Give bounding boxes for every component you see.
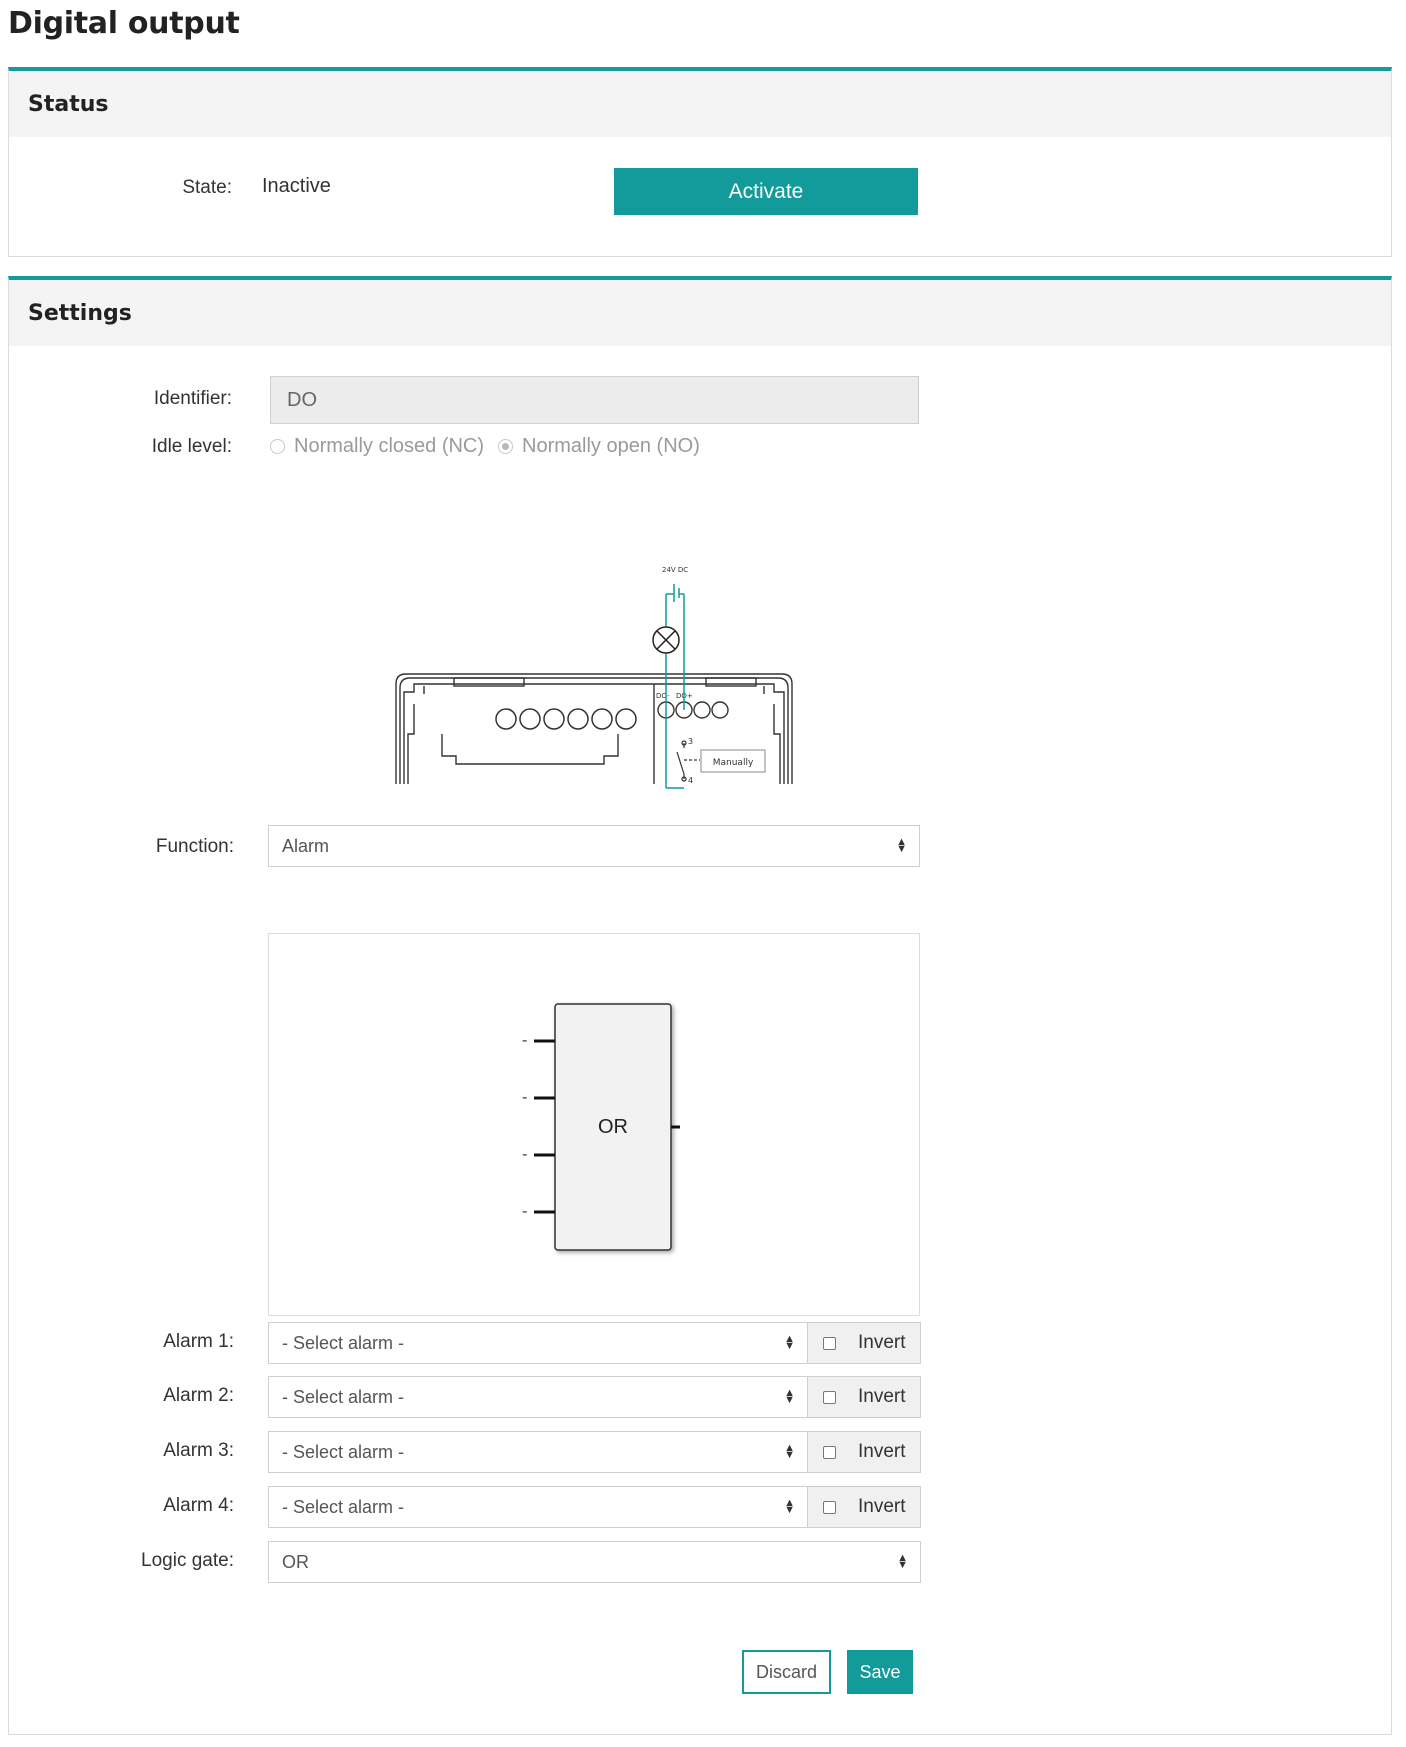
state-label: State: [182, 177, 232, 198]
discard-button[interactable]: Discard [742, 1650, 831, 1694]
pin-3-label: 3 [688, 737, 693, 746]
alarm-1-invert-label: Invert [858, 1332, 906, 1353]
alarm-3-select-value: - Select alarm - [282, 1441, 405, 1462]
gate-input-mark-4: - [522, 1202, 527, 1220]
status-panel: Status State: Inactive Activate [8, 67, 1392, 257]
function-label: Function: [155, 836, 234, 857]
radio-normally-open[interactable] [498, 439, 514, 454]
alarm-1-invert: Invert [808, 1322, 921, 1364]
save-button[interactable]: Save [847, 1650, 913, 1694]
settings-panel: Settings Identifier: DO Idle level: Norm… [8, 276, 1392, 1735]
logic-diagram-panel: - - - - OR [268, 933, 920, 1316]
idle-level-radio-group: Normally closed (NC) Normally open (NO) [270, 435, 700, 458]
alarm-4-invert-checkbox[interactable] [823, 1500, 836, 1514]
alarm-3-select[interactable]: - Select alarm - ▲▼ [268, 1431, 808, 1473]
select-arrows-icon: ▲▼ [784, 1442, 795, 1461]
alarm-4-select[interactable]: - Select alarm - ▲▼ [268, 1486, 808, 1528]
logic-gate-label: Logic gate: [141, 1550, 234, 1571]
status-heading: Status [9, 71, 1391, 137]
manual-switch-box [700, 749, 766, 773]
wiring-diagram: DO- DO+ 24V DC [395, 566, 793, 789]
identifier-field[interactable]: DO [270, 376, 919, 424]
logic-gate-diagram: - - - - OR [522, 1003, 680, 1251]
pin-4-label: 4 [688, 776, 693, 785]
logic-gate-select[interactable]: OR ▲▼ [268, 1541, 921, 1583]
alarm-2-invert: Invert [808, 1376, 921, 1418]
alarm-1-label: Alarm 1: [163, 1331, 234, 1352]
do-minus-label: DO- [656, 692, 670, 700]
alarm-3-label: Alarm 3: [163, 1440, 234, 1461]
select-arrows-icon: ▲▼ [784, 1333, 795, 1352]
alarm-1-select-value: - Select alarm - [282, 1332, 405, 1353]
select-arrows-icon: ▲▼ [784, 1497, 795, 1516]
alarm-2-select[interactable]: - Select alarm - ▲▼ [268, 1376, 808, 1418]
radio-normally-closed-label: Normally closed (NC) [294, 435, 485, 457]
radio-normally-open-label: Normally open (NO) [522, 435, 700, 457]
page-title: Digital output [8, 6, 240, 41]
settings-heading: Settings [9, 280, 1391, 346]
function-select[interactable]: Alarm ▲▼ [268, 825, 920, 867]
supply-label: 24V DC [662, 566, 688, 574]
terminal-block-left [495, 708, 637, 730]
alarm-3-invert-checkbox[interactable] [823, 1445, 836, 1459]
gate-input-lines [534, 1039, 555, 1214]
state-value: Inactive [262, 175, 331, 197]
alarm-2-invert-label: Invert [858, 1386, 906, 1407]
alarm-2-invert-checkbox[interactable] [823, 1390, 836, 1404]
select-arrows-icon: ▲▼ [897, 1552, 908, 1571]
alarm-2-label: Alarm 2: [163, 1385, 234, 1406]
activate-button[interactable]: Activate [614, 168, 918, 215]
lamp-icon [652, 626, 680, 654]
select-arrows-icon: ▲▼ [784, 1387, 795, 1406]
or-gate-label: OR [598, 1116, 628, 1138]
idle-level-label: Idle level: [151, 436, 232, 457]
alarm-4-invert: Invert [808, 1486, 921, 1528]
alarm-3-invert-label: Invert [858, 1441, 906, 1462]
alarm-4-label: Alarm 4: [163, 1495, 234, 1516]
gate-input-mark-3: - [522, 1145, 527, 1163]
alarm-2-select-value: - Select alarm - [282, 1386, 405, 1407]
manual-switch-label: Manually [713, 758, 754, 768]
select-arrows-icon: ▲▼ [896, 836, 907, 855]
terminal-block-right [657, 701, 729, 719]
radio-normally-closed[interactable] [270, 439, 285, 454]
identifier-label: Identifier: [153, 388, 232, 409]
gate-input-mark-1: - [522, 1031, 527, 1049]
function-select-value: Alarm [282, 835, 330, 856]
switch-icon [676, 740, 700, 782]
logic-gate-select-value: OR [282, 1551, 309, 1572]
alarm-4-select-value: - Select alarm - [282, 1496, 405, 1517]
alarm-1-invert-checkbox[interactable] [823, 1336, 836, 1350]
alarm-3-invert: Invert [808, 1431, 921, 1473]
alarm-4-invert-label: Invert [858, 1496, 906, 1517]
circuit-wires [665, 584, 685, 789]
alarm-1-select[interactable]: - Select alarm - ▲▼ [268, 1322, 808, 1364]
device-housing [395, 673, 793, 784]
gate-input-mark-2: - [522, 1088, 527, 1106]
